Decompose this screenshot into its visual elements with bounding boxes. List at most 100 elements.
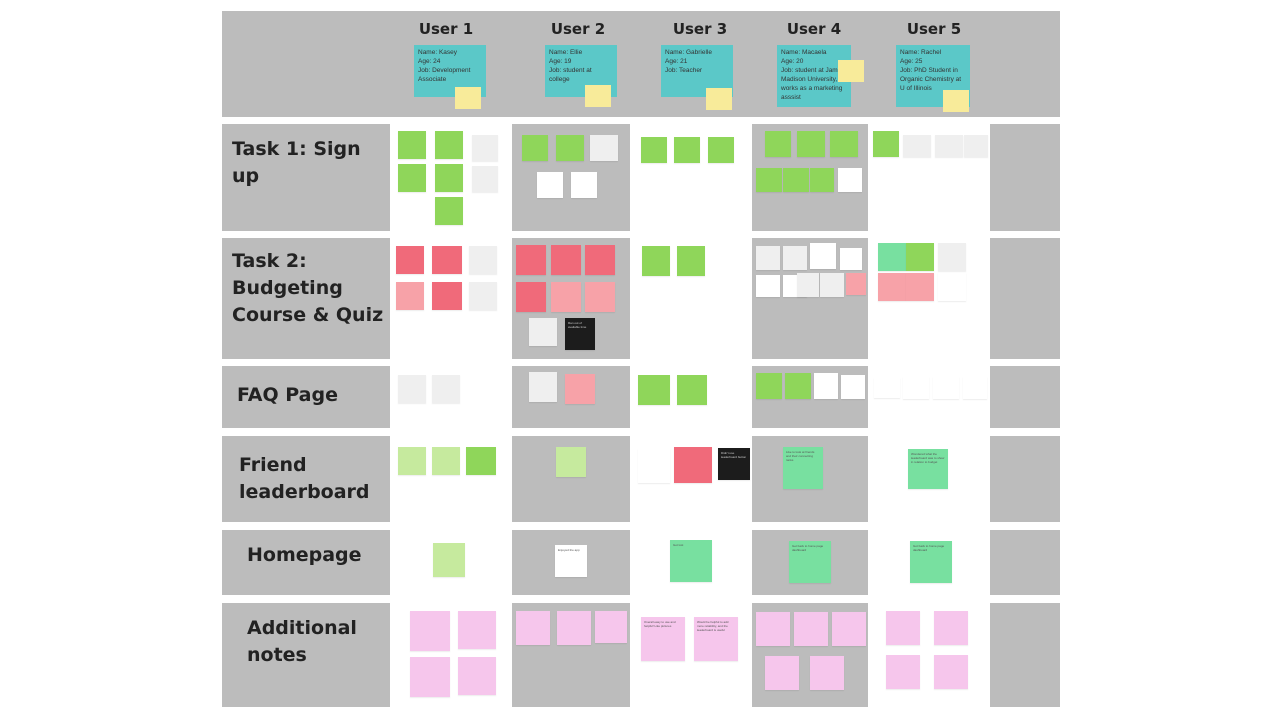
sticky-note[interactable] bbox=[938, 243, 966, 271]
sticky-note[interactable] bbox=[708, 137, 734, 163]
sticky-note[interactable] bbox=[810, 243, 836, 269]
sticky-note[interactable] bbox=[832, 612, 866, 646]
sticky-note[interactable] bbox=[810, 656, 844, 690]
sticky-note[interactable] bbox=[873, 131, 899, 157]
sticky-note[interactable] bbox=[432, 246, 462, 274]
sticky-note[interactable] bbox=[516, 245, 546, 275]
sticky-note[interactable] bbox=[595, 611, 627, 643]
sticky-note[interactable] bbox=[396, 246, 424, 274]
sticky-note[interactable] bbox=[886, 655, 920, 689]
sticky-note[interactable] bbox=[838, 168, 862, 192]
sticky-note[interactable] bbox=[472, 166, 498, 192]
sticky-note[interactable] bbox=[820, 273, 844, 297]
sticky-note[interactable] bbox=[934, 655, 968, 689]
sticky-note[interactable] bbox=[874, 378, 900, 398]
sticky-note[interactable] bbox=[641, 137, 667, 163]
sticky-note[interactable] bbox=[964, 135, 988, 157]
sticky-note[interactable] bbox=[903, 135, 931, 157]
sticky-note[interactable] bbox=[765, 131, 791, 157]
sticky-note[interactable] bbox=[398, 447, 426, 475]
sticky-note[interactable] bbox=[557, 611, 591, 645]
sticky-note[interactable]: Got lost bbox=[670, 540, 712, 582]
sticky-note[interactable] bbox=[785, 373, 811, 399]
sticky-note[interactable] bbox=[783, 168, 809, 192]
sticky-note[interactable] bbox=[432, 282, 462, 310]
sticky-note[interactable] bbox=[466, 447, 496, 475]
sticky-note[interactable] bbox=[677, 375, 707, 405]
sticky-note[interactable] bbox=[878, 243, 906, 271]
sticky-note[interactable] bbox=[756, 168, 782, 192]
sticky-note[interactable] bbox=[935, 135, 963, 157]
sticky-note[interactable] bbox=[840, 248, 862, 270]
sticky-note[interactable] bbox=[906, 273, 934, 301]
sticky-note[interactable] bbox=[472, 135, 498, 161]
sticky-note[interactable] bbox=[674, 447, 712, 483]
sticky-note[interactable]: Got back to home page dashboard bbox=[910, 541, 952, 583]
sticky-note[interactable]: Ran out of available time bbox=[565, 318, 595, 350]
sticky-note[interactable] bbox=[585, 282, 615, 312]
sticky-note[interactable] bbox=[556, 135, 584, 161]
sticky-note[interactable]: Overall easy to use and helpful! Like pi… bbox=[641, 617, 685, 661]
sticky-note[interactable] bbox=[556, 447, 586, 477]
sticky-note[interactable] bbox=[814, 373, 838, 399]
sticky-note[interactable] bbox=[432, 375, 460, 403]
sticky-note[interactable] bbox=[410, 611, 450, 651]
sticky-note[interactable] bbox=[435, 131, 463, 159]
sticky-note[interactable] bbox=[846, 273, 866, 295]
sticky-note[interactable] bbox=[435, 197, 463, 225]
sticky-note[interactable] bbox=[516, 611, 550, 645]
persona-sticky-note[interactable] bbox=[838, 60, 864, 82]
sticky-note[interactable] bbox=[841, 375, 865, 399]
sticky-note[interactable] bbox=[529, 318, 557, 346]
sticky-note[interactable] bbox=[398, 164, 426, 192]
sticky-note[interactable] bbox=[642, 246, 670, 276]
sticky-note[interactable] bbox=[537, 172, 563, 198]
sticky-note[interactable] bbox=[677, 246, 705, 276]
sticky-note[interactable]: Would be helpful to add more reliability… bbox=[694, 617, 738, 661]
sticky-note[interactable] bbox=[469, 282, 497, 310]
sticky-note[interactable] bbox=[765, 656, 799, 690]
sticky-note[interactable]: Didn't use leaderboard button bbox=[718, 448, 750, 480]
sticky-note[interactable] bbox=[797, 131, 825, 157]
sticky-note[interactable] bbox=[674, 137, 700, 163]
sticky-note[interactable] bbox=[516, 282, 546, 312]
sticky-note[interactable] bbox=[458, 657, 496, 695]
sticky-note[interactable] bbox=[396, 282, 424, 310]
sticky-note[interactable] bbox=[934, 611, 968, 645]
sticky-note[interactable] bbox=[432, 447, 460, 475]
sticky-note[interactable] bbox=[963, 377, 987, 399]
sticky-note[interactable] bbox=[878, 273, 906, 301]
sticky-note[interactable] bbox=[903, 377, 929, 399]
sticky-note[interactable] bbox=[638, 375, 670, 405]
persona-sticky-note[interactable] bbox=[455, 87, 481, 109]
sticky-note[interactable] bbox=[783, 246, 807, 270]
sticky-note[interactable] bbox=[585, 245, 615, 275]
persona-card-user-5[interactable]: Name: Rachel Age: 25 Job: PhD Student in… bbox=[896, 45, 970, 107]
sticky-note[interactable] bbox=[551, 245, 581, 275]
sticky-note[interactable] bbox=[756, 612, 790, 646]
sticky-note[interactable] bbox=[638, 449, 670, 483]
sticky-note[interactable] bbox=[571, 172, 597, 198]
sticky-note[interactable] bbox=[830, 131, 858, 157]
sticky-note[interactable] bbox=[398, 131, 426, 159]
sticky-note[interactable]: Wondered what the leaderboard was to sho… bbox=[908, 449, 948, 489]
sticky-note[interactable] bbox=[551, 282, 581, 312]
sticky-note[interactable] bbox=[590, 135, 618, 161]
sticky-note[interactable] bbox=[797, 273, 819, 297]
sticky-note[interactable] bbox=[398, 375, 426, 403]
sticky-note[interactable]: Get back to home page dashboard bbox=[789, 541, 831, 583]
sticky-note[interactable] bbox=[469, 246, 497, 274]
sticky-note[interactable]: Enjoyed the app bbox=[555, 545, 587, 577]
sticky-note[interactable] bbox=[886, 611, 920, 645]
sticky-note[interactable] bbox=[522, 135, 548, 161]
sticky-note[interactable] bbox=[756, 373, 782, 399]
sticky-note[interactable] bbox=[458, 611, 496, 649]
sticky-note[interactable] bbox=[435, 164, 463, 192]
sticky-note[interactable] bbox=[529, 372, 557, 402]
sticky-note[interactable] bbox=[410, 657, 450, 697]
sticky-note[interactable] bbox=[810, 168, 834, 192]
persona-sticky-note[interactable] bbox=[943, 90, 969, 112]
sticky-note[interactable] bbox=[794, 612, 828, 646]
sticky-note[interactable] bbox=[756, 275, 780, 297]
sticky-note[interactable] bbox=[906, 243, 934, 271]
